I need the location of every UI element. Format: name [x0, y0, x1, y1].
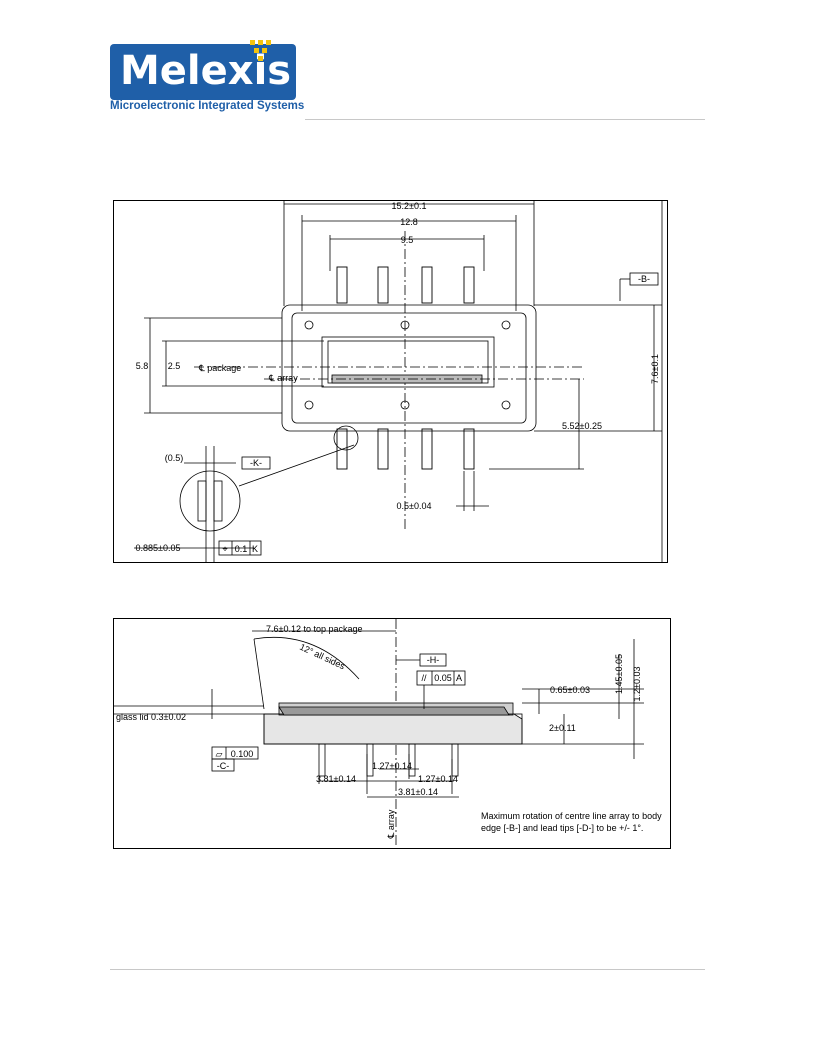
dim-12: 1.2±0.03 — [632, 667, 642, 702]
dim-top-package: 7.6±0.12 to top package — [266, 624, 363, 634]
label-package: ℄ package — [198, 363, 241, 373]
dim-offset: 5.52±0.25 — [562, 421, 602, 431]
package-top-view-drawing: 15.2±0.1 12.8 9.5 -B- 5.8 2.5 ℄ package … — [113, 200, 668, 563]
dim-pins: 9.5 — [401, 235, 414, 245]
logo-dots-icon — [250, 40, 280, 61]
flatness-symbol: ⏥ — [216, 749, 223, 759]
parallel-value: 0.05 — [434, 673, 452, 683]
melexis-logo: Melexis Microelectronic Integrated Syste… — [110, 40, 304, 120]
dim-height-left: 5.8 — [136, 361, 149, 371]
logo-tagline: Microelectronic Integrated Systems — [110, 100, 305, 112]
datum-k: -K- — [250, 458, 262, 468]
dim-height-right: 7.6±0.1 — [650, 354, 660, 384]
datum-h: -H- — [427, 655, 440, 665]
logo-box: Melexis — [110, 44, 296, 100]
dim-lead-width: 0.5±0.04 — [397, 501, 432, 511]
dim-381b: 3.81±0.14 — [398, 787, 438, 797]
dim-127b: 1.27±0.14 — [418, 774, 458, 784]
flatness-value: 0.100 — [231, 749, 254, 759]
note-line-1: Maximum rotation of centre line array to… — [481, 811, 662, 821]
tol-symbol: ⌖ — [222, 544, 227, 554]
dim-inner: 12.8 — [400, 217, 418, 227]
dim-145: 1.45±0.05 — [614, 654, 624, 694]
dim-381a: 3.81±0.14 — [316, 774, 356, 784]
dim-half: 2.5 — [168, 361, 181, 371]
label-array: ℄ array — [268, 373, 298, 383]
angle-note: 12° all sides — [298, 642, 347, 672]
package-side-view-drawing: 7.6±0.12 to top package 12° all sides -H… — [113, 618, 671, 849]
logo-name: Melexis — [120, 48, 292, 94]
note-line-2: edge [-B-] and lead tips [-D-] to be +/-… — [481, 823, 643, 833]
tol-value: 0.1 — [235, 544, 248, 554]
datum-b: -B- — [638, 274, 650, 284]
header-divider — [305, 119, 705, 120]
datum-c: -C- — [217, 761, 230, 771]
label-glass: glass lid 0.3±0.02 — [116, 712, 186, 722]
dim-width: 15.2±0.1 — [392, 201, 427, 211]
parallel-ref: A — [456, 673, 462, 683]
dim-065: 0.65±0.03 — [550, 685, 590, 695]
footer-divider — [110, 969, 705, 970]
dim-2: 2±0.11 — [549, 723, 576, 733]
dim-lead: 0.885±0.05 — [136, 543, 181, 553]
parallel-symbol: // — [421, 673, 427, 683]
tol-ref: K — [252, 544, 258, 554]
side-label-array: ℄ array — [386, 809, 396, 839]
dim-paren: (0.5) — [165, 453, 184, 463]
dim-127a: 1.27±0.14 — [372, 761, 412, 771]
